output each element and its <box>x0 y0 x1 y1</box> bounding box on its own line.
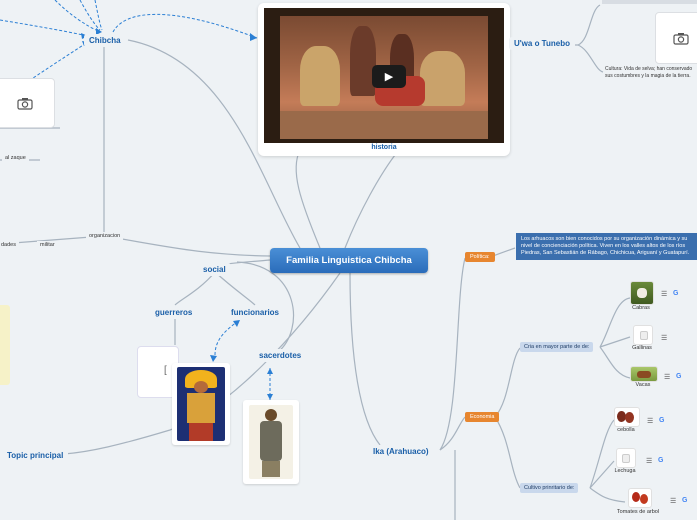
sacerdotes-topic[interactable]: sacerdotes <box>254 349 307 362</box>
politica-note[interactable]: Los arhuacos son bien conocidos por su o… <box>516 233 697 260</box>
cebolla-image[interactable] <box>614 407 640 427</box>
vacas-label: Vacas <box>635 382 651 388</box>
cultivo-topic[interactable]: Cultivo prinritario de: <box>520 483 579 493</box>
warrior-image[interactable] <box>172 363 230 445</box>
gallinas-label: Gallinas <box>632 345 652 351</box>
play-icon[interactable]: ▶ <box>372 65 406 88</box>
central-topic-label: Familia Linguistica Chibcha <box>286 255 412 266</box>
warrior-illustration <box>177 367 225 441</box>
menu-icon[interactable]: ☰ <box>647 418 654 425</box>
central-topic[interactable]: Familia Linguistica Chibcha <box>270 248 428 273</box>
cebolla-label: cebolla <box>617 427 635 433</box>
menu-icon[interactable]: ☰ <box>670 498 677 505</box>
funcionarios-topic[interactable]: funcionarios <box>226 306 285 319</box>
dades-topic[interactable]: dades <box>0 241 19 249</box>
scene-figure <box>350 26 376 96</box>
google-icon[interactable]: G <box>659 417 665 424</box>
bracket-icon: [ <box>164 365 167 376</box>
scene-ground <box>280 111 488 139</box>
scene-figure <box>300 46 340 106</box>
menu-icon[interactable]: ☰ <box>661 291 668 298</box>
social-topic[interactable]: social <box>198 263 231 276</box>
topic-principal[interactable]: Topic principal <box>2 449 69 462</box>
guerreros-topic[interactable]: guerreros <box>150 306 198 319</box>
cria-topic[interactable]: Cria en mayor parte de de: <box>520 342 594 352</box>
image-placeholder[interactable] <box>0 78 55 128</box>
ika-topic[interactable]: Ika (Arahuaco) <box>368 445 434 458</box>
scene-figure <box>420 51 465 106</box>
video-player[interactable]: ▶ <box>264 8 504 143</box>
uwa-top-note <box>602 0 697 4</box>
economia-topic[interactable]: Economia <box>465 412 500 422</box>
uwa-topic[interactable]: U'wa o Tunebo <box>509 37 575 50</box>
menu-icon[interactable]: ☰ <box>661 335 668 342</box>
priest-image[interactable] <box>243 400 299 484</box>
google-icon[interactable]: G <box>658 457 664 464</box>
google-icon[interactable]: G <box>673 290 679 297</box>
menu-icon[interactable]: ☰ <box>646 458 653 465</box>
lechuga-image[interactable] <box>616 448 636 468</box>
google-icon[interactable]: G <box>676 373 682 380</box>
cabras-label: Cabras <box>632 305 650 311</box>
priest-illustration <box>249 405 293 479</box>
lechuga-label: Lechuga <box>614 468 636 474</box>
al-zaque-topic[interactable]: al zaque <box>2 154 29 162</box>
historia-label: historia <box>371 144 397 151</box>
camera-icon <box>17 97 33 110</box>
politica-topic[interactable]: Política: <box>465 252 495 262</box>
historia-video-card[interactable]: ▶ historia <box>258 3 510 156</box>
vacas-image[interactable] <box>630 366 658 382</box>
google-icon[interactable]: G <box>682 497 688 504</box>
tomates-label: Tomates de arbol <box>616 509 660 515</box>
organizacion-topic[interactable]: organizacion <box>86 232 124 240</box>
uwa-culture-note[interactable]: Cultura: Vida de selva; han conservado s… <box>605 66 693 79</box>
video-thumbnail <box>280 16 488 139</box>
image-placeholder[interactable] <box>655 12 697 64</box>
partial-image <box>0 305 10 385</box>
tomates-image[interactable] <box>628 488 652 508</box>
militar-topic[interactable]: militar <box>37 241 58 249</box>
camera-icon <box>673 32 689 45</box>
gallinas-image[interactable] <box>633 325 653 345</box>
chibcha-topic[interactable]: Chibcha <box>84 34 126 47</box>
menu-icon[interactable]: ☰ <box>664 374 671 381</box>
cabras-image[interactable] <box>630 281 654 305</box>
